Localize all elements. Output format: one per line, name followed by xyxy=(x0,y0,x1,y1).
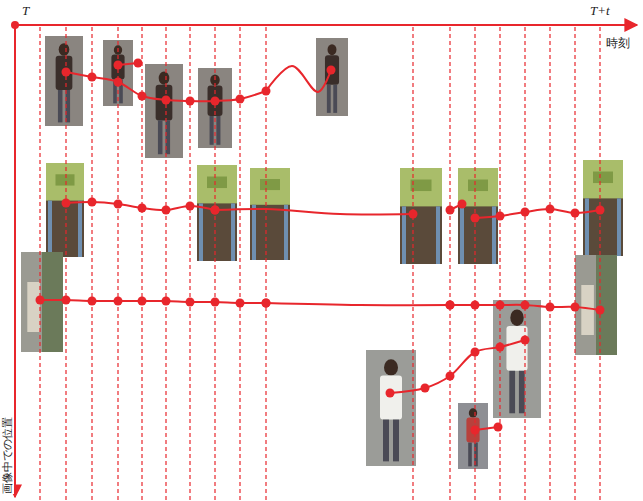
axis-label-vertical: 画像中での位置 xyxy=(2,417,14,494)
track-dot xyxy=(162,297,171,306)
time-gridline xyxy=(91,27,92,500)
time-gridline xyxy=(574,27,575,500)
track-dot xyxy=(62,296,71,305)
thumbnail-photo xyxy=(583,160,623,256)
time-gridline xyxy=(549,27,550,500)
track-line xyxy=(266,303,450,305)
axis-label: T xyxy=(22,4,29,18)
time-gridline xyxy=(412,27,413,500)
track-dot xyxy=(114,78,123,87)
thumbnail-photo xyxy=(366,350,416,466)
track-dot xyxy=(521,336,530,345)
track-dot xyxy=(496,343,505,352)
track-dot xyxy=(471,301,480,310)
track-dot xyxy=(138,92,147,101)
position-axis xyxy=(14,25,16,497)
origin-dot xyxy=(11,21,19,29)
track-dot xyxy=(494,423,503,432)
time-gridlines xyxy=(40,27,600,500)
time-gridline xyxy=(265,27,266,500)
thumbnail-photo xyxy=(45,36,83,126)
track-dot xyxy=(327,66,336,75)
track-dot xyxy=(36,296,45,305)
track-dot xyxy=(496,301,505,310)
track-dot xyxy=(546,303,555,312)
track-dot xyxy=(62,199,71,208)
track-dot xyxy=(521,301,530,310)
thumbnail-photo xyxy=(575,255,617,355)
time-gridline xyxy=(599,27,600,500)
track-dot xyxy=(88,198,97,207)
track-dot xyxy=(236,95,245,104)
thumbnail-photo xyxy=(316,38,348,116)
thumbnail-photo xyxy=(197,165,237,261)
track-dot xyxy=(162,206,171,215)
track-dot xyxy=(62,68,71,77)
track-dot xyxy=(409,210,418,219)
track-line xyxy=(475,209,600,218)
track-dot xyxy=(546,205,555,214)
track-dot xyxy=(211,97,220,106)
thumbnails xyxy=(21,36,623,469)
track-dot xyxy=(211,298,220,307)
track-dot xyxy=(471,426,480,435)
axis-label: T+t xyxy=(590,4,610,18)
track-dot xyxy=(186,298,195,307)
track-dot xyxy=(114,297,123,306)
thumbnail-photo xyxy=(458,403,488,469)
time-gridline xyxy=(449,27,450,500)
track-dot xyxy=(596,306,605,315)
track-dot xyxy=(596,206,605,215)
track-dot xyxy=(446,206,455,215)
track-dot xyxy=(138,204,147,213)
track-dot xyxy=(211,206,220,215)
track-dot xyxy=(134,59,143,68)
tracks xyxy=(36,59,605,435)
track-dot xyxy=(446,372,455,381)
track-dot xyxy=(521,208,530,217)
time-axis xyxy=(15,24,637,26)
track-dot xyxy=(114,200,123,209)
track-dot xyxy=(262,299,271,308)
time-gridline xyxy=(117,27,118,500)
track-dot xyxy=(471,348,480,357)
track-dot xyxy=(496,212,505,221)
track-dot xyxy=(458,200,467,209)
track-dot xyxy=(186,202,195,211)
track-dot xyxy=(88,297,97,306)
track-dot xyxy=(162,96,171,105)
time-gridline xyxy=(39,27,40,500)
track-dot xyxy=(571,209,580,218)
track-line xyxy=(390,340,525,393)
track-dot xyxy=(186,97,195,106)
track-dot xyxy=(211,206,220,215)
track-dot xyxy=(571,303,580,312)
track-dot xyxy=(471,214,480,223)
thumbnail-photo xyxy=(46,163,84,257)
track-dot xyxy=(421,384,430,393)
track-line xyxy=(40,300,266,303)
time-gridline xyxy=(524,27,525,500)
track-line xyxy=(215,209,413,214)
time-gridline xyxy=(65,27,66,500)
track-dot xyxy=(446,301,455,310)
track-dot xyxy=(236,299,245,308)
track-line xyxy=(266,66,331,92)
thumbnail-photo xyxy=(250,168,290,260)
thumbnail-photo xyxy=(400,168,442,264)
track-dot xyxy=(88,73,97,82)
track-dot xyxy=(386,389,395,398)
thumbnail-photo xyxy=(145,64,183,158)
track-dot xyxy=(446,301,455,310)
track-dot xyxy=(138,297,147,306)
axis-label: 時刻 xyxy=(606,37,630,50)
track-dot xyxy=(262,299,271,308)
track-dot xyxy=(114,61,123,70)
thumbnail-photo xyxy=(21,252,63,352)
